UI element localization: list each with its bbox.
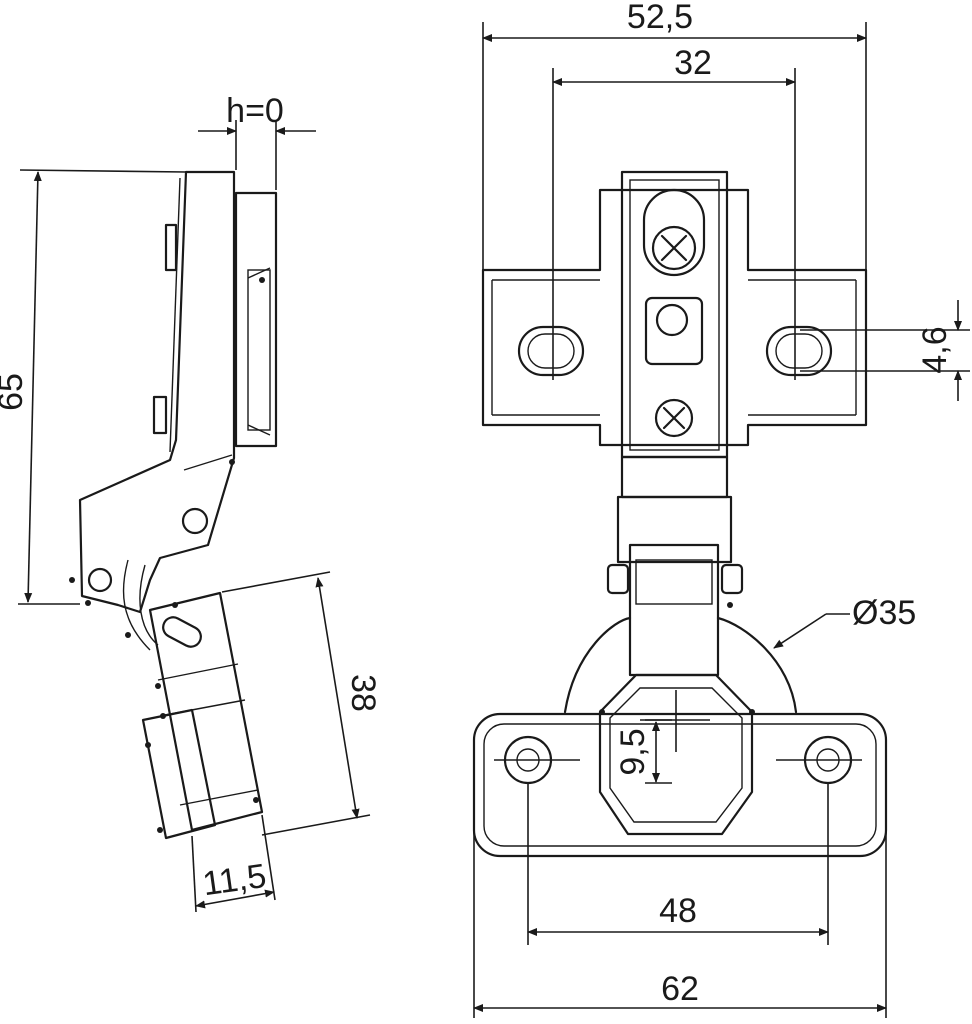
cross-screw-icon	[651, 225, 697, 271]
hinge-arm-outline	[78, 170, 236, 614]
dim-slot-label: 4,6	[916, 326, 954, 373]
plate-center-column	[620, 170, 729, 459]
mounting-plate-front	[481, 188, 868, 447]
mounting-plate-side	[234, 191, 278, 448]
dim-arm-label: 38	[344, 674, 382, 712]
front-view: 52,5 32 4,6 Ø35 9,5 48 62	[472, 0, 970, 1018]
dim-cup-offset-label: 11,5	[200, 857, 268, 903]
rivet-dots	[69, 277, 265, 833]
dim-overlay-label: h=0	[226, 92, 284, 130]
dim-width-top-label: 52,5	[627, 0, 693, 36]
pivot-hole-lower	[87, 567, 113, 593]
dim-height-label: 65	[0, 373, 30, 411]
adjust-slot	[642, 188, 706, 277]
dim-hole-spacing-top-label: 32	[674, 44, 712, 82]
cup-side	[148, 591, 264, 832]
slot-right	[765, 325, 833, 377]
dim-cup-depth-label: 9,5	[614, 728, 652, 775]
pivot-hole	[181, 507, 209, 535]
side-view: 65 h=0 38 11,5	[0, 92, 382, 913]
cup-rim-right	[716, 616, 798, 714]
dim-hole-spacing-bottom-label: 48	[659, 892, 697, 930]
cup-rim-left	[563, 616, 632, 714]
slot-left	[517, 325, 585, 377]
cup-body	[598, 673, 754, 836]
slot-screw-icon	[654, 398, 694, 438]
dim-width-bottom-label: 62	[661, 970, 699, 1008]
dim-cup-diameter-label: Ø35	[852, 594, 916, 632]
cup-flange	[472, 712, 888, 858]
